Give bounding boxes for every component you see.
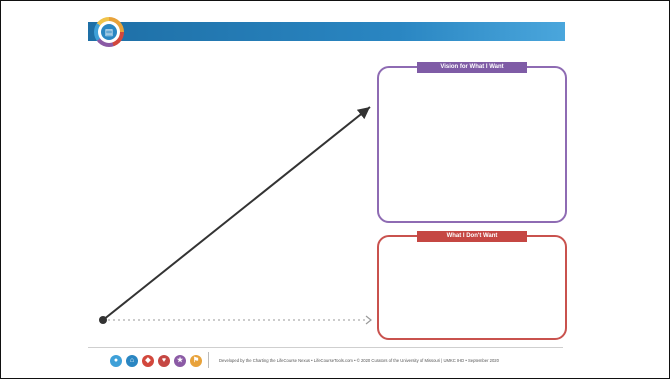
start-point: [99, 316, 107, 324]
footer-icons: ● ⌂ ◆ ♥ ★ ⚑: [110, 355, 202, 367]
lifecourse-logo-icon: ▤: [94, 17, 124, 47]
footer-separator: [208, 352, 209, 368]
page-title: LIFE TRAJECTORY | EXPLORING: [148, 50, 268, 57]
social-spirituality-icon: ★: [174, 355, 186, 367]
book-icon: ▤: [101, 24, 117, 40]
citizenship-advocacy-icon: ⚑: [190, 355, 202, 367]
community-living-icon: ⌂: [126, 355, 138, 367]
baseline-chevron: [365, 315, 372, 325]
footer-divider: [88, 347, 563, 348]
footer-text: Developed by the Charting the LifeCourse…: [219, 358, 499, 363]
dont-want-label: What I Don't Want: [417, 231, 527, 242]
vision-label: Vision for What I Want: [417, 62, 527, 73]
trajectory-arrow: [102, 106, 371, 321]
safety-security-icon: ◆: [142, 355, 154, 367]
dont-want-box[interactable]: What I Don't Want: [377, 231, 567, 340]
vision-box[interactable]: Vision for What I Want: [377, 62, 567, 223]
header-banner: LIFE TRAJECTORY | EXPLORING: [88, 22, 565, 57]
daily-life-icon: ●: [110, 355, 122, 367]
healthy-living-icon: ♥: [158, 355, 170, 367]
